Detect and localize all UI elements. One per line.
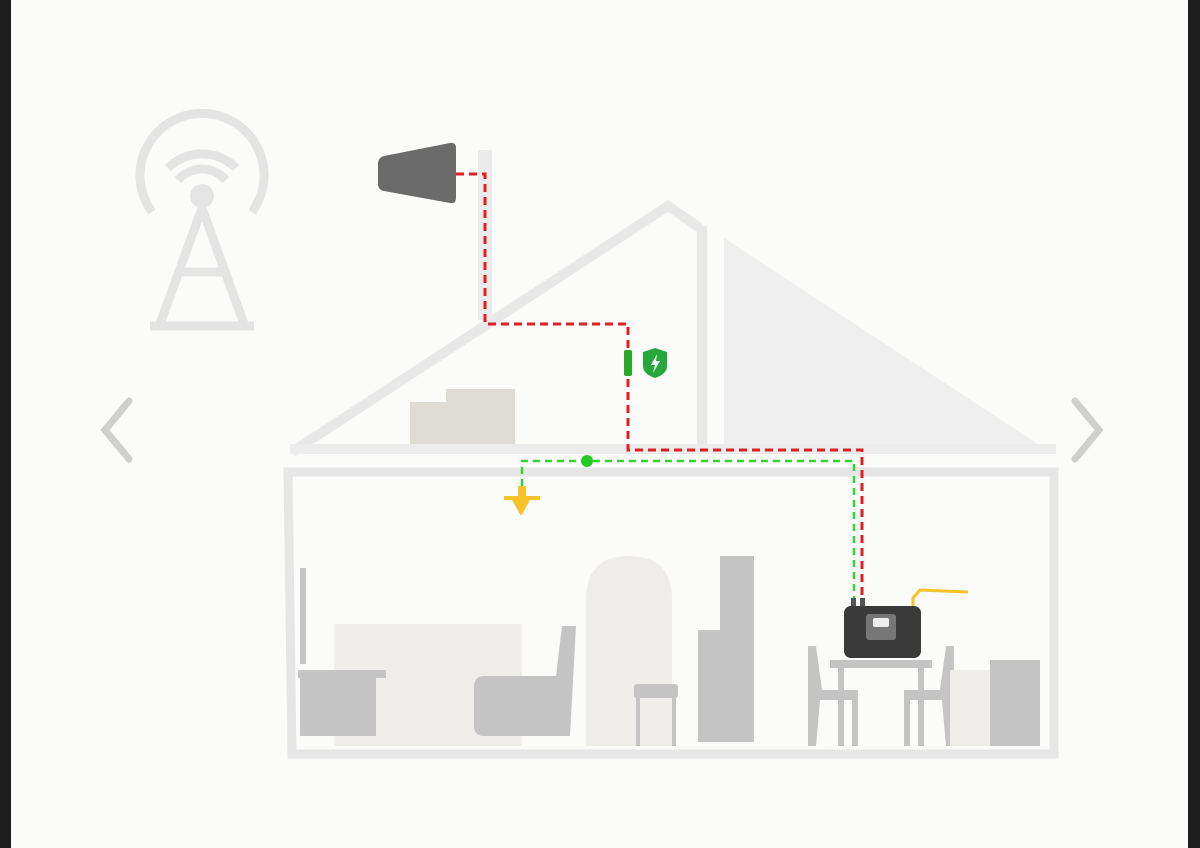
signal-booster-icon: [844, 588, 969, 658]
next-slide-button[interactable]: [1063, 395, 1113, 465]
splitter-icon: [581, 455, 593, 467]
surge-protector-icon: [624, 350, 632, 376]
house-outline: [283, 199, 1059, 759]
chevron-right-icon: [1071, 397, 1104, 463]
indoor-cable: [520, 459, 856, 600]
chevron-left-icon: [100, 397, 133, 463]
carousel-slide: [11, 0, 1188, 848]
roof-side: [724, 238, 1050, 452]
cell-tower-icon: [135, 108, 269, 331]
antenna-mast: [478, 150, 492, 320]
outdoor-antenna-icon: [377, 142, 456, 204]
furniture: [298, 556, 1040, 746]
outdoor-cable: [456, 172, 864, 600]
booster-installation-diagram: [135, 108, 1059, 759]
indoor-antenna-icon: [504, 486, 540, 516]
previous-slide-button[interactable]: [93, 395, 143, 465]
attic-box: [446, 389, 515, 444]
